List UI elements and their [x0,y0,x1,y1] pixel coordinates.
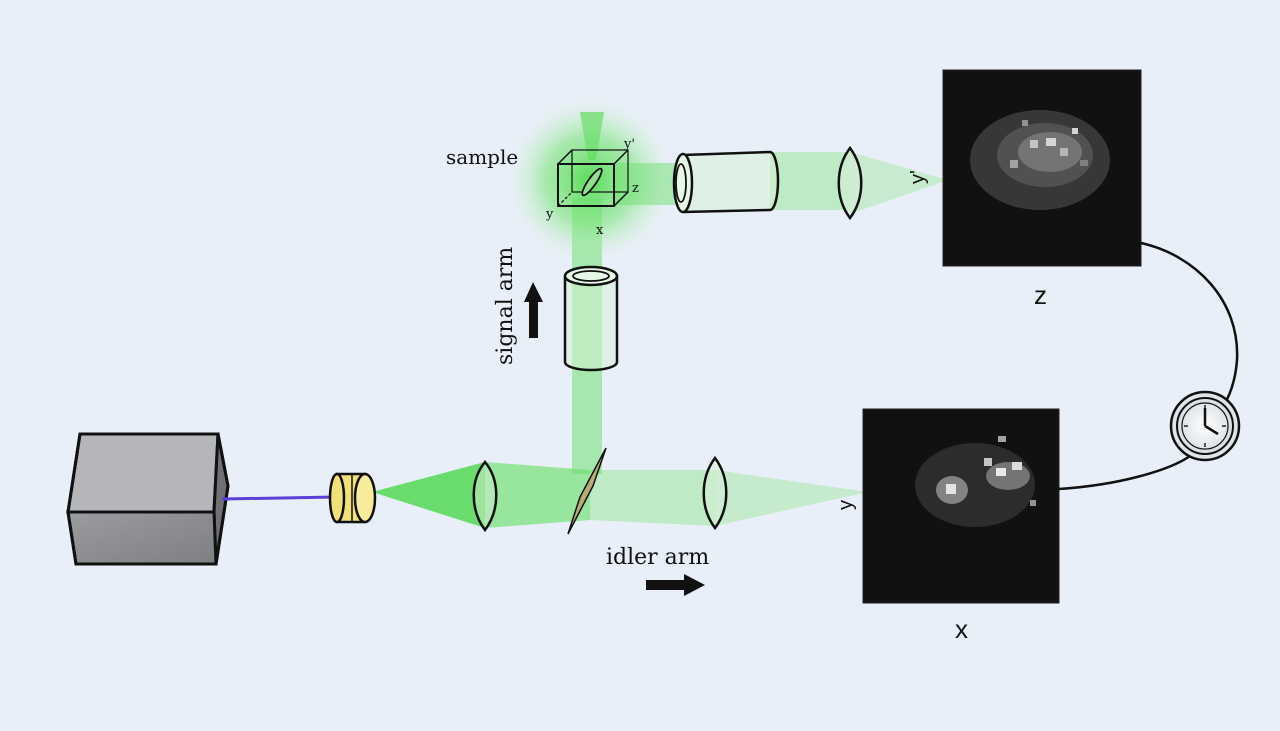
camera-top-image [970,110,1110,210]
clock-icon [1169,390,1241,462]
arrow-right-icon [646,574,705,596]
beam-diverging [372,462,485,528]
arrow-up-icon [524,282,543,338]
objective-horizontal [672,150,780,214]
camera-top [942,69,1142,267]
lens-2 [702,455,728,531]
label-idler-arm: idler arm [606,545,709,570]
nonlinear-crystal [328,472,377,524]
label-axis-z-sample: z [632,181,639,196]
objective-vertical [563,265,619,372]
label-camera-top: z [1034,280,1047,310]
beam-splitter [567,447,607,535]
camera-bottom-image [915,436,1036,527]
laser-box-front [66,510,218,566]
sample-cube [557,149,629,207]
camera-bottom [862,408,1060,604]
laser-source [66,432,230,566]
beam-idler [590,470,715,526]
laser-line [221,495,337,501]
label-axis-y-sample: y [545,207,554,222]
label-axis-y-camera: y [835,500,857,510]
label-sample: sample [446,145,518,169]
beam-to-splitter [485,462,590,528]
lens-3 [837,145,863,221]
beam-to-camera [850,152,948,214]
label-signal-arm: signal arm [493,247,518,365]
label-axis-y-prime-sample: y' [623,137,635,152]
label-camera-bottom: x [955,614,968,644]
beam-idler-focus [715,470,868,526]
laser-box-top [66,432,220,514]
cable-bottom [1058,454,1191,491]
label-axis-y-prime-camera: y' [907,170,929,184]
beam-to-lens [770,152,850,210]
label-axis-x-sample: x [596,223,604,238]
lens-1 [472,460,498,533]
sample-specimen [581,167,603,197]
